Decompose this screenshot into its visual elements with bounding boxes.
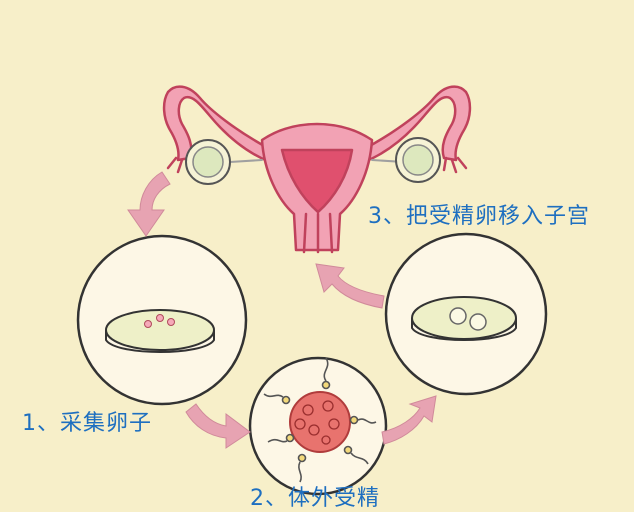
fertilized-egg-icon xyxy=(248,356,388,496)
ovary-icon xyxy=(185,139,231,185)
step-1-label: 1、采集卵子 xyxy=(22,411,152,436)
petri-dish-icon xyxy=(76,234,248,406)
curved-arrow-icon xyxy=(315,263,385,309)
ovary-icon xyxy=(395,137,441,183)
sperm-icon xyxy=(263,357,377,483)
petri-dish-icon xyxy=(384,232,548,396)
curved-arrow-icon xyxy=(381,395,437,445)
curved-arrow-icon xyxy=(127,171,171,237)
step-3-label: 3、把受精卵移入子宫 xyxy=(368,204,590,229)
curved-arrow-icon xyxy=(185,403,251,449)
step-2-label: 2、体外受精 xyxy=(250,486,380,511)
